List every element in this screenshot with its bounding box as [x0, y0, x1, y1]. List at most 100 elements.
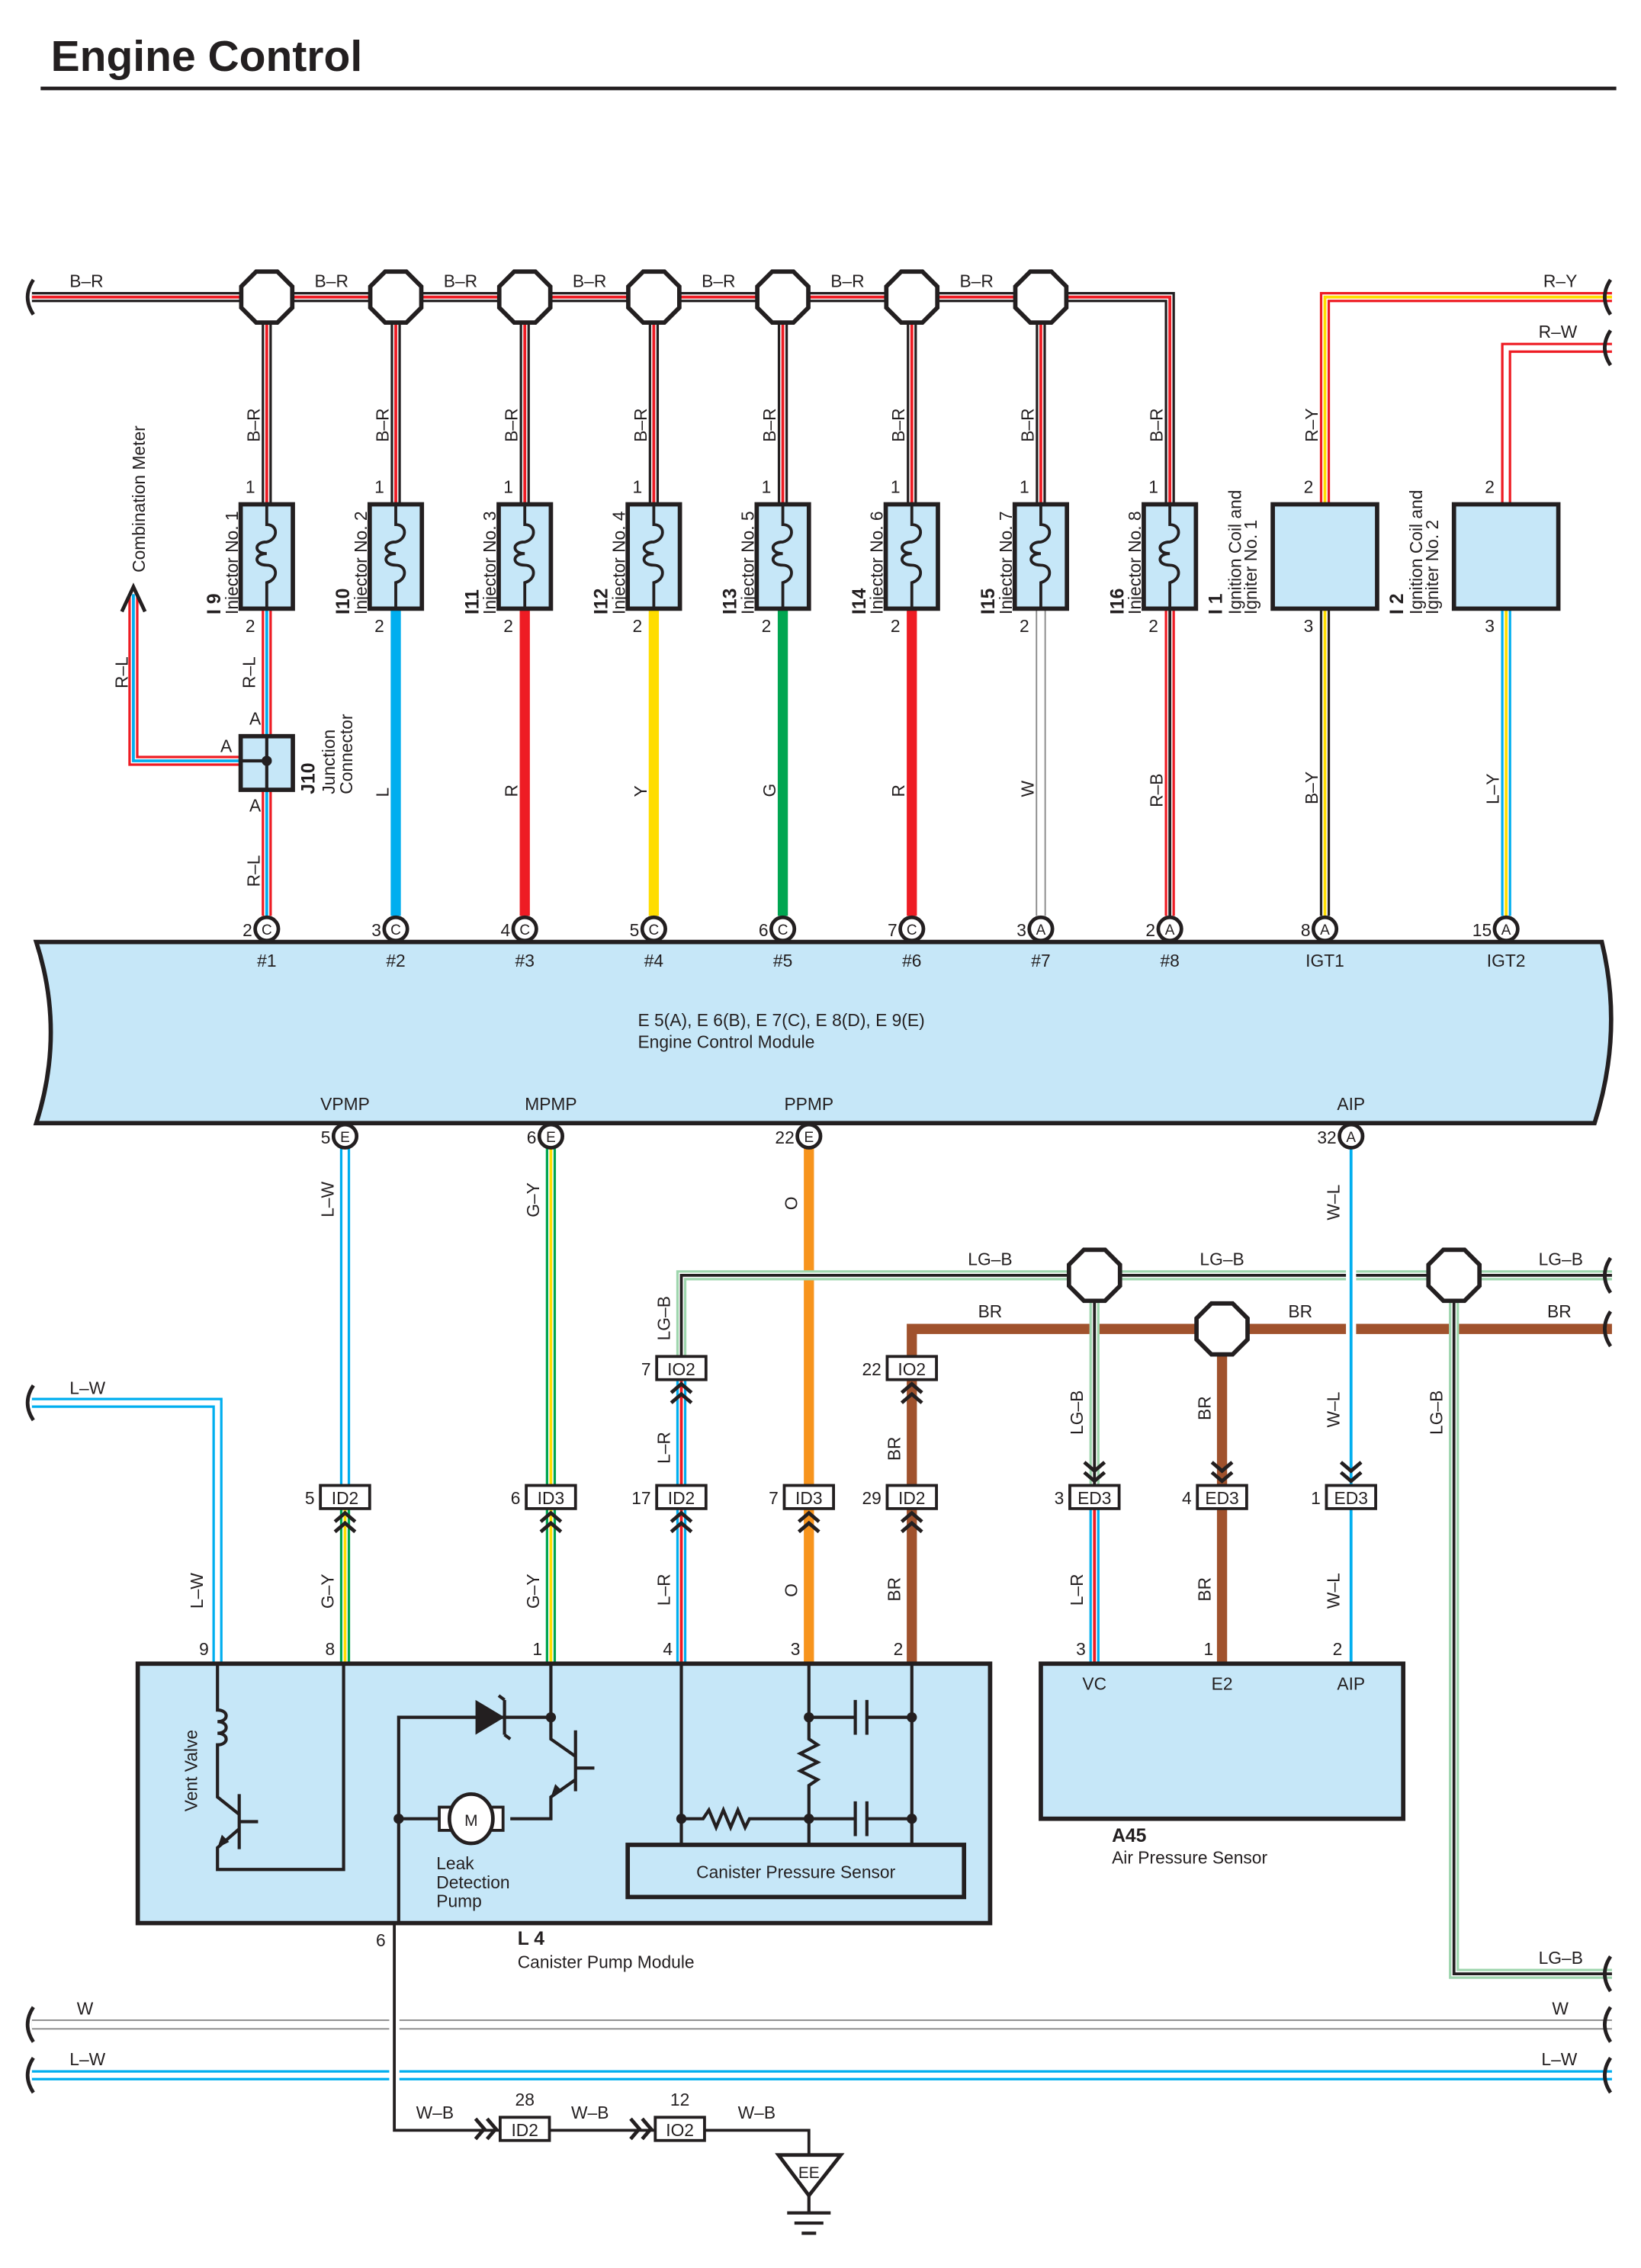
component-ref: I 1 — [1206, 593, 1227, 614]
transistor-arrow-icon — [551, 1784, 563, 1798]
pin-number: 32 — [1317, 1128, 1336, 1147]
junction-dot — [676, 1814, 687, 1824]
junction-dot — [804, 1711, 814, 1723]
pin-number: 2 — [894, 1639, 904, 1659]
ecm-terminal-label: VPMP — [320, 1094, 370, 1114]
vent-valve-circuit — [216, 1663, 345, 1872]
inline-connector-name: ED3 — [1077, 1488, 1111, 1508]
wire-label: LG–B — [1067, 1391, 1087, 1435]
inline-connector-name: IO2 — [898, 1359, 926, 1379]
inline-connector — [655, 1355, 708, 1381]
connector-letter: C — [519, 922, 530, 938]
ecm-terminal-label: MPMP — [525, 1094, 576, 1114]
pin-number: 17 — [631, 1488, 650, 1508]
ecm-connector-pin — [640, 915, 667, 943]
ecm-terminal-label: IGT2 — [1487, 951, 1526, 970]
wire-break-mark — [1603, 1256, 1613, 1294]
injector-7 — [1012, 502, 1070, 611]
wire-l-w-left — [31, 1397, 223, 1664]
wire-label: B–R — [315, 271, 348, 290]
wire-label: G–Y — [523, 1182, 543, 1217]
ecm-connector-pin — [537, 1122, 565, 1150]
chevron-icon — [900, 1510, 923, 1523]
chevron-icon — [1083, 1471, 1106, 1484]
injector-4 — [625, 502, 682, 611]
pin-number: 5 — [305, 1488, 315, 1508]
ecm-terminal-label: #6 — [902, 951, 921, 970]
pump-label: Leak — [436, 1853, 474, 1873]
wire-break-mark — [25, 2057, 35, 2094]
pin-number: 1 — [1148, 476, 1158, 496]
inline-connector-name: ID3 — [795, 1488, 822, 1508]
inline-connector-name: ID3 — [538, 1488, 564, 1508]
wire-label: W–L — [1324, 1392, 1344, 1428]
pin-label: A — [249, 708, 262, 728]
pin-label: A — [249, 796, 262, 816]
ecm-connector-pin — [253, 915, 281, 943]
connector-letter: C — [649, 922, 660, 938]
component-name: Igniter No. 1 — [1241, 520, 1260, 614]
chevron-icon — [1339, 1461, 1363, 1474]
wire-label: O — [782, 1583, 801, 1597]
wire-label: O — [782, 1197, 801, 1211]
wire-label: W–B — [738, 2103, 776, 2122]
splice-point — [239, 269, 295, 326]
pin-number: 2 — [374, 616, 384, 636]
inline-connector-name: ID2 — [332, 1488, 358, 1508]
wire-label: B–R — [69, 271, 103, 290]
component-ref: I 2 — [1387, 594, 1408, 614]
ecm-terminal-label: #5 — [773, 951, 792, 970]
inline-connector — [498, 2116, 551, 2142]
inline-connector-name: IO2 — [667, 1359, 695, 1379]
ground-icon — [787, 2195, 831, 2235]
wire-label: LG–B — [1539, 1948, 1583, 1968]
bus-b-r — [31, 292, 1175, 505]
chevron-icon — [797, 1510, 820, 1523]
component-name: Canister Pump Module — [518, 1952, 695, 1972]
inline-connector — [319, 1484, 371, 1510]
pin-number: 29 — [862, 1488, 881, 1508]
vent-valve-label: Vent Valve — [181, 1730, 201, 1811]
ecm-connector-list: E 5(A), E 6(B), E 7(C), E 8(D), E 9(E) — [637, 1010, 924, 1030]
coil-icon — [384, 504, 406, 609]
pin-number: 4 — [1182, 1488, 1192, 1508]
ecm-connector-pin — [511, 915, 538, 943]
injector-6 — [883, 502, 940, 611]
pin-number: 2 — [1485, 476, 1495, 496]
wire — [389, 1923, 500, 2136]
splice-point — [1066, 1247, 1122, 1304]
wire-label: W–B — [571, 2103, 609, 2122]
wire-label: L–W — [187, 1573, 207, 1609]
ecm-terminal-label: #8 — [1160, 951, 1179, 970]
wire-label: R — [888, 784, 908, 797]
splice-point — [1013, 269, 1069, 326]
chevron-icon — [670, 1520, 693, 1534]
inline-connector — [782, 1484, 836, 1510]
engine-control-module — [33, 939, 1614, 1126]
wire-label: B–R — [888, 408, 908, 441]
pin-number: 3 — [1055, 1488, 1065, 1508]
pin-number: 1 — [762, 476, 772, 496]
wire-label: BR — [1194, 1396, 1214, 1420]
pin-number: 22 — [862, 1359, 881, 1379]
component-ref: J10 — [299, 763, 320, 794]
pin-number: 8 — [325, 1639, 335, 1659]
coil-icon — [771, 504, 793, 609]
wire-label: W–B — [416, 2103, 454, 2122]
connector-letter: A — [1346, 1130, 1356, 1146]
canister-pressure-sensor — [625, 1843, 967, 1900]
ecm-terminal-label: AIP — [1337, 1094, 1365, 1114]
wire-label: R–B — [1147, 773, 1167, 807]
wire-label: LG–B — [1539, 1249, 1583, 1269]
injector-8 — [1142, 502, 1199, 611]
ecm-name: Engine Control Module — [637, 1031, 814, 1051]
pin-number: 2 — [1304, 476, 1314, 496]
component-ref: I15 — [978, 588, 999, 614]
inline-connector — [1068, 1484, 1121, 1510]
junction-dot — [804, 1814, 814, 1824]
pin-number: 1 — [1203, 1639, 1213, 1659]
inline-connector-name: ID2 — [511, 2120, 538, 2140]
chevron-icon — [797, 1520, 820, 1534]
component-name: Injector No. 8 — [1125, 511, 1145, 614]
wire-label: R–L — [239, 656, 259, 688]
